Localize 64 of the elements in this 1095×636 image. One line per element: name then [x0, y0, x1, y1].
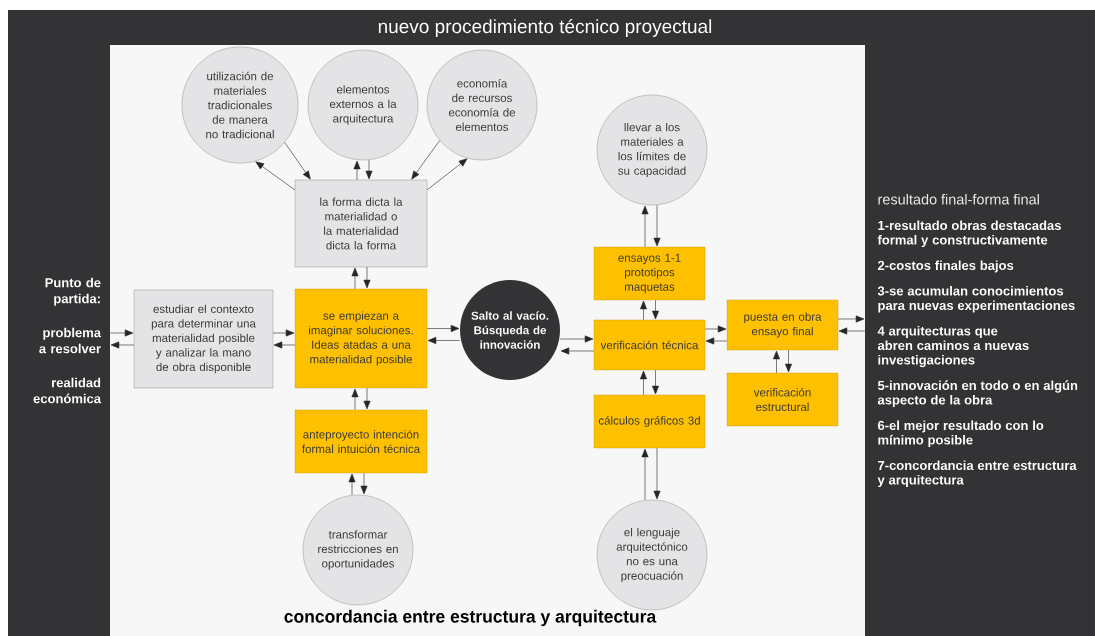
- arrow: [785, 349, 792, 373]
- process-box: la forma dicta la materialidad o la materialidad dicta la forma: [294, 179, 428, 268]
- arrow: [109, 329, 134, 337]
- circle-node: llevar a los materiales a los límites de su capacidad: [596, 94, 708, 206]
- arrow: [363, 266, 371, 289]
- node-label: 3-se acumulan conocimientos para nuevas experimentaciones: [877, 285, 1075, 313]
- arrow: [348, 473, 356, 496]
- circle-node: Salto al vacío. Búsqueda de innovación: [460, 280, 560, 380]
- arrow: [560, 347, 595, 355]
- arrow: [284, 142, 311, 180]
- process-box: puesta en obra ensayo final: [726, 299, 839, 351]
- arrow: [641, 448, 649, 501]
- circle-node: elementos externos a la arquitectura: [307, 49, 419, 161]
- arrow: [641, 205, 649, 248]
- title-bar: nuevo procedimiento técnico proyectual: [8, 10, 1095, 45]
- arrow: [426, 158, 468, 191]
- arrow: [110, 341, 135, 349]
- arrow: [351, 388, 359, 411]
- caption: concordancia entre estructura y arquitectura: [284, 609, 657, 627]
- node-label: realidad económica: [33, 377, 102, 404]
- node-label: 4 arquitecturas que abren caminos a nuevas investigaciones: [877, 325, 1029, 368]
- process-box: se empiezan a imaginar soluciones. Ideas atadas a una materialidad posible: [294, 288, 428, 389]
- arrow: [411, 140, 441, 180]
- arrow: [272, 329, 295, 337]
- panel-band: Punto de partida: problema a resolver realidad económica: [8, 45, 110, 636]
- arrow: [705, 337, 728, 345]
- circle-node: transformar restricciones en oportunidades: [302, 494, 414, 606]
- arrow: [652, 369, 659, 395]
- arrow: [837, 315, 865, 323]
- process-box: verificación técnica: [593, 319, 706, 371]
- arrow: [653, 204, 661, 247]
- process-box: ensayos 1-1 prototipos maquetas: [593, 246, 706, 301]
- circle-node: el lenguaje arquitectónico no es una preocuación: [596, 499, 708, 611]
- node-label: 5-innovación en todo o en algún aspecto de la obra: [877, 380, 1078, 408]
- arrow: [773, 350, 780, 374]
- circle-node: economía de recursos economía de elementos: [426, 49, 538, 161]
- node-label: 1-resultado obras destacadas formal y constructivamente: [877, 220, 1061, 248]
- arrow: [363, 387, 371, 410]
- arrow: [640, 300, 647, 321]
- process-box: anteproyecto intención formal intuición técnica: [294, 409, 428, 474]
- arrow: [427, 337, 461, 344]
- node-label: Punto de partida:: [45, 277, 101, 306]
- arrow: [653, 447, 661, 500]
- arrow: [704, 325, 727, 333]
- arrow: [426, 325, 460, 332]
- process-box: cálculos gráficos 3d: [593, 394, 706, 449]
- node-label: problema a resolver: [39, 327, 102, 354]
- arrow: [273, 341, 296, 349]
- circle-node: utilización de materiales tradicionales de manera no tradicional: [181, 46, 299, 164]
- arrow: [353, 160, 361, 181]
- node-label: resultado final-forma final: [878, 193, 1039, 205]
- arrow: [652, 299, 659, 320]
- arrow: [360, 472, 368, 495]
- node-label: 2-costos finales bajos: [877, 260, 1014, 273]
- node-label: 6-el mejor resultado con lo mínimo posible: [877, 420, 1044, 448]
- process-box: verificación estructural: [726, 372, 839, 427]
- arrow: [838, 327, 866, 335]
- arrow: [255, 161, 296, 191]
- arrow: [640, 370, 647, 396]
- arrow: [351, 267, 359, 290]
- process-box: estudiar el contexto para determinar una materialidad posible y analizar la mano de obra disponible: [133, 289, 274, 389]
- arrow: [559, 335, 594, 343]
- node-label: 7-concordancia entre estructura y arquitectura: [877, 460, 1077, 488]
- arrow: [365, 159, 373, 180]
